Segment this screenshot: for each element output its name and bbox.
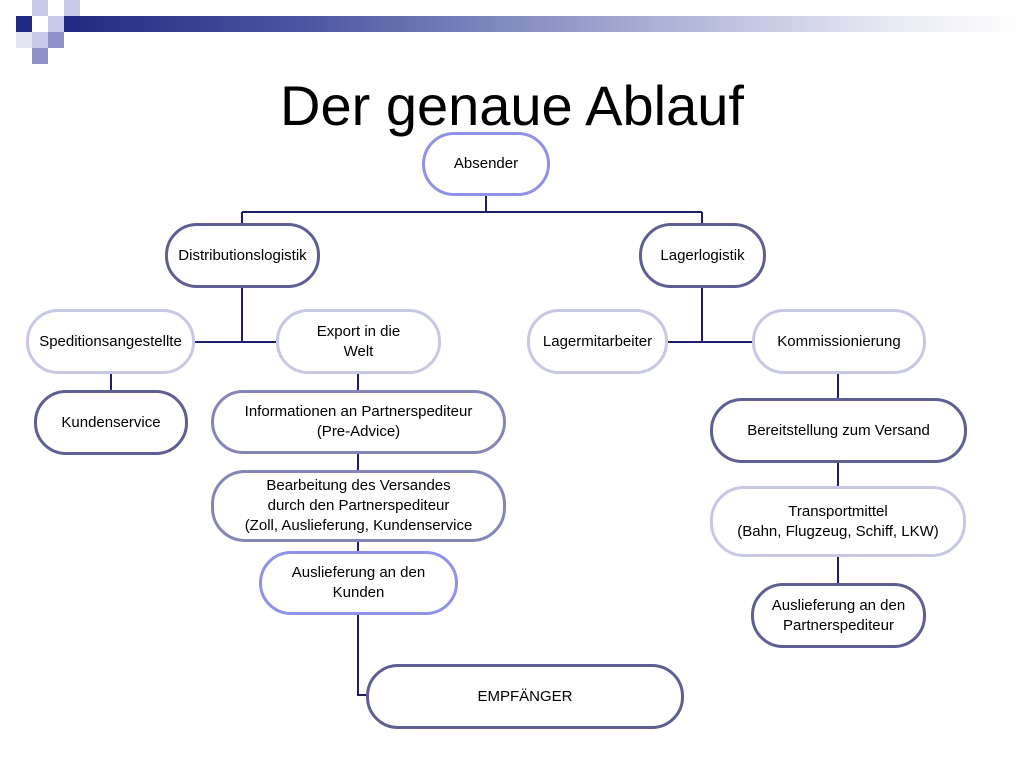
corner-decoration [16,0,80,64]
node-informationen: Informationen an Partnerspediteur (Pre-A… [211,390,506,454]
node-auslieferung-kunden: Auslieferung an den Kunden [259,551,458,615]
node-export: Export in die Welt [276,309,441,374]
node-lagermitarbeiter: Lagermitarbeiter [527,309,668,374]
node-auslieferung-partner: Auslieferung an den Partnerspediteur [751,583,926,648]
node-kundenservice: Kundenservice [34,390,188,455]
node-lagerlogistik: Lagerlogistik [639,223,766,288]
header-band [64,16,1024,32]
connector-lager [668,288,752,343]
node-empfaenger: EMPFÄNGER [366,664,684,729]
node-bearbeitung: Bearbeitung des Versandes durch den Part… [211,470,506,542]
node-kommissionierung: Kommissionierung [752,309,926,374]
node-absender: Absender [422,132,550,196]
node-distributionslogistik: Distributionslogistik [165,223,320,288]
slide-title: Der genaue Ablauf [280,74,744,137]
connector-absender [241,196,703,223]
connector-distribution [195,288,276,343]
node-speditionsangestellte: Speditionsangestellte [26,309,195,374]
node-transportmittel: Transportmittel (Bahn, Flugzeug, Schiff,… [710,486,966,557]
connector-export-chain [357,374,366,696]
node-bereitstellung: Bereitstellung zum Versand [710,398,967,463]
